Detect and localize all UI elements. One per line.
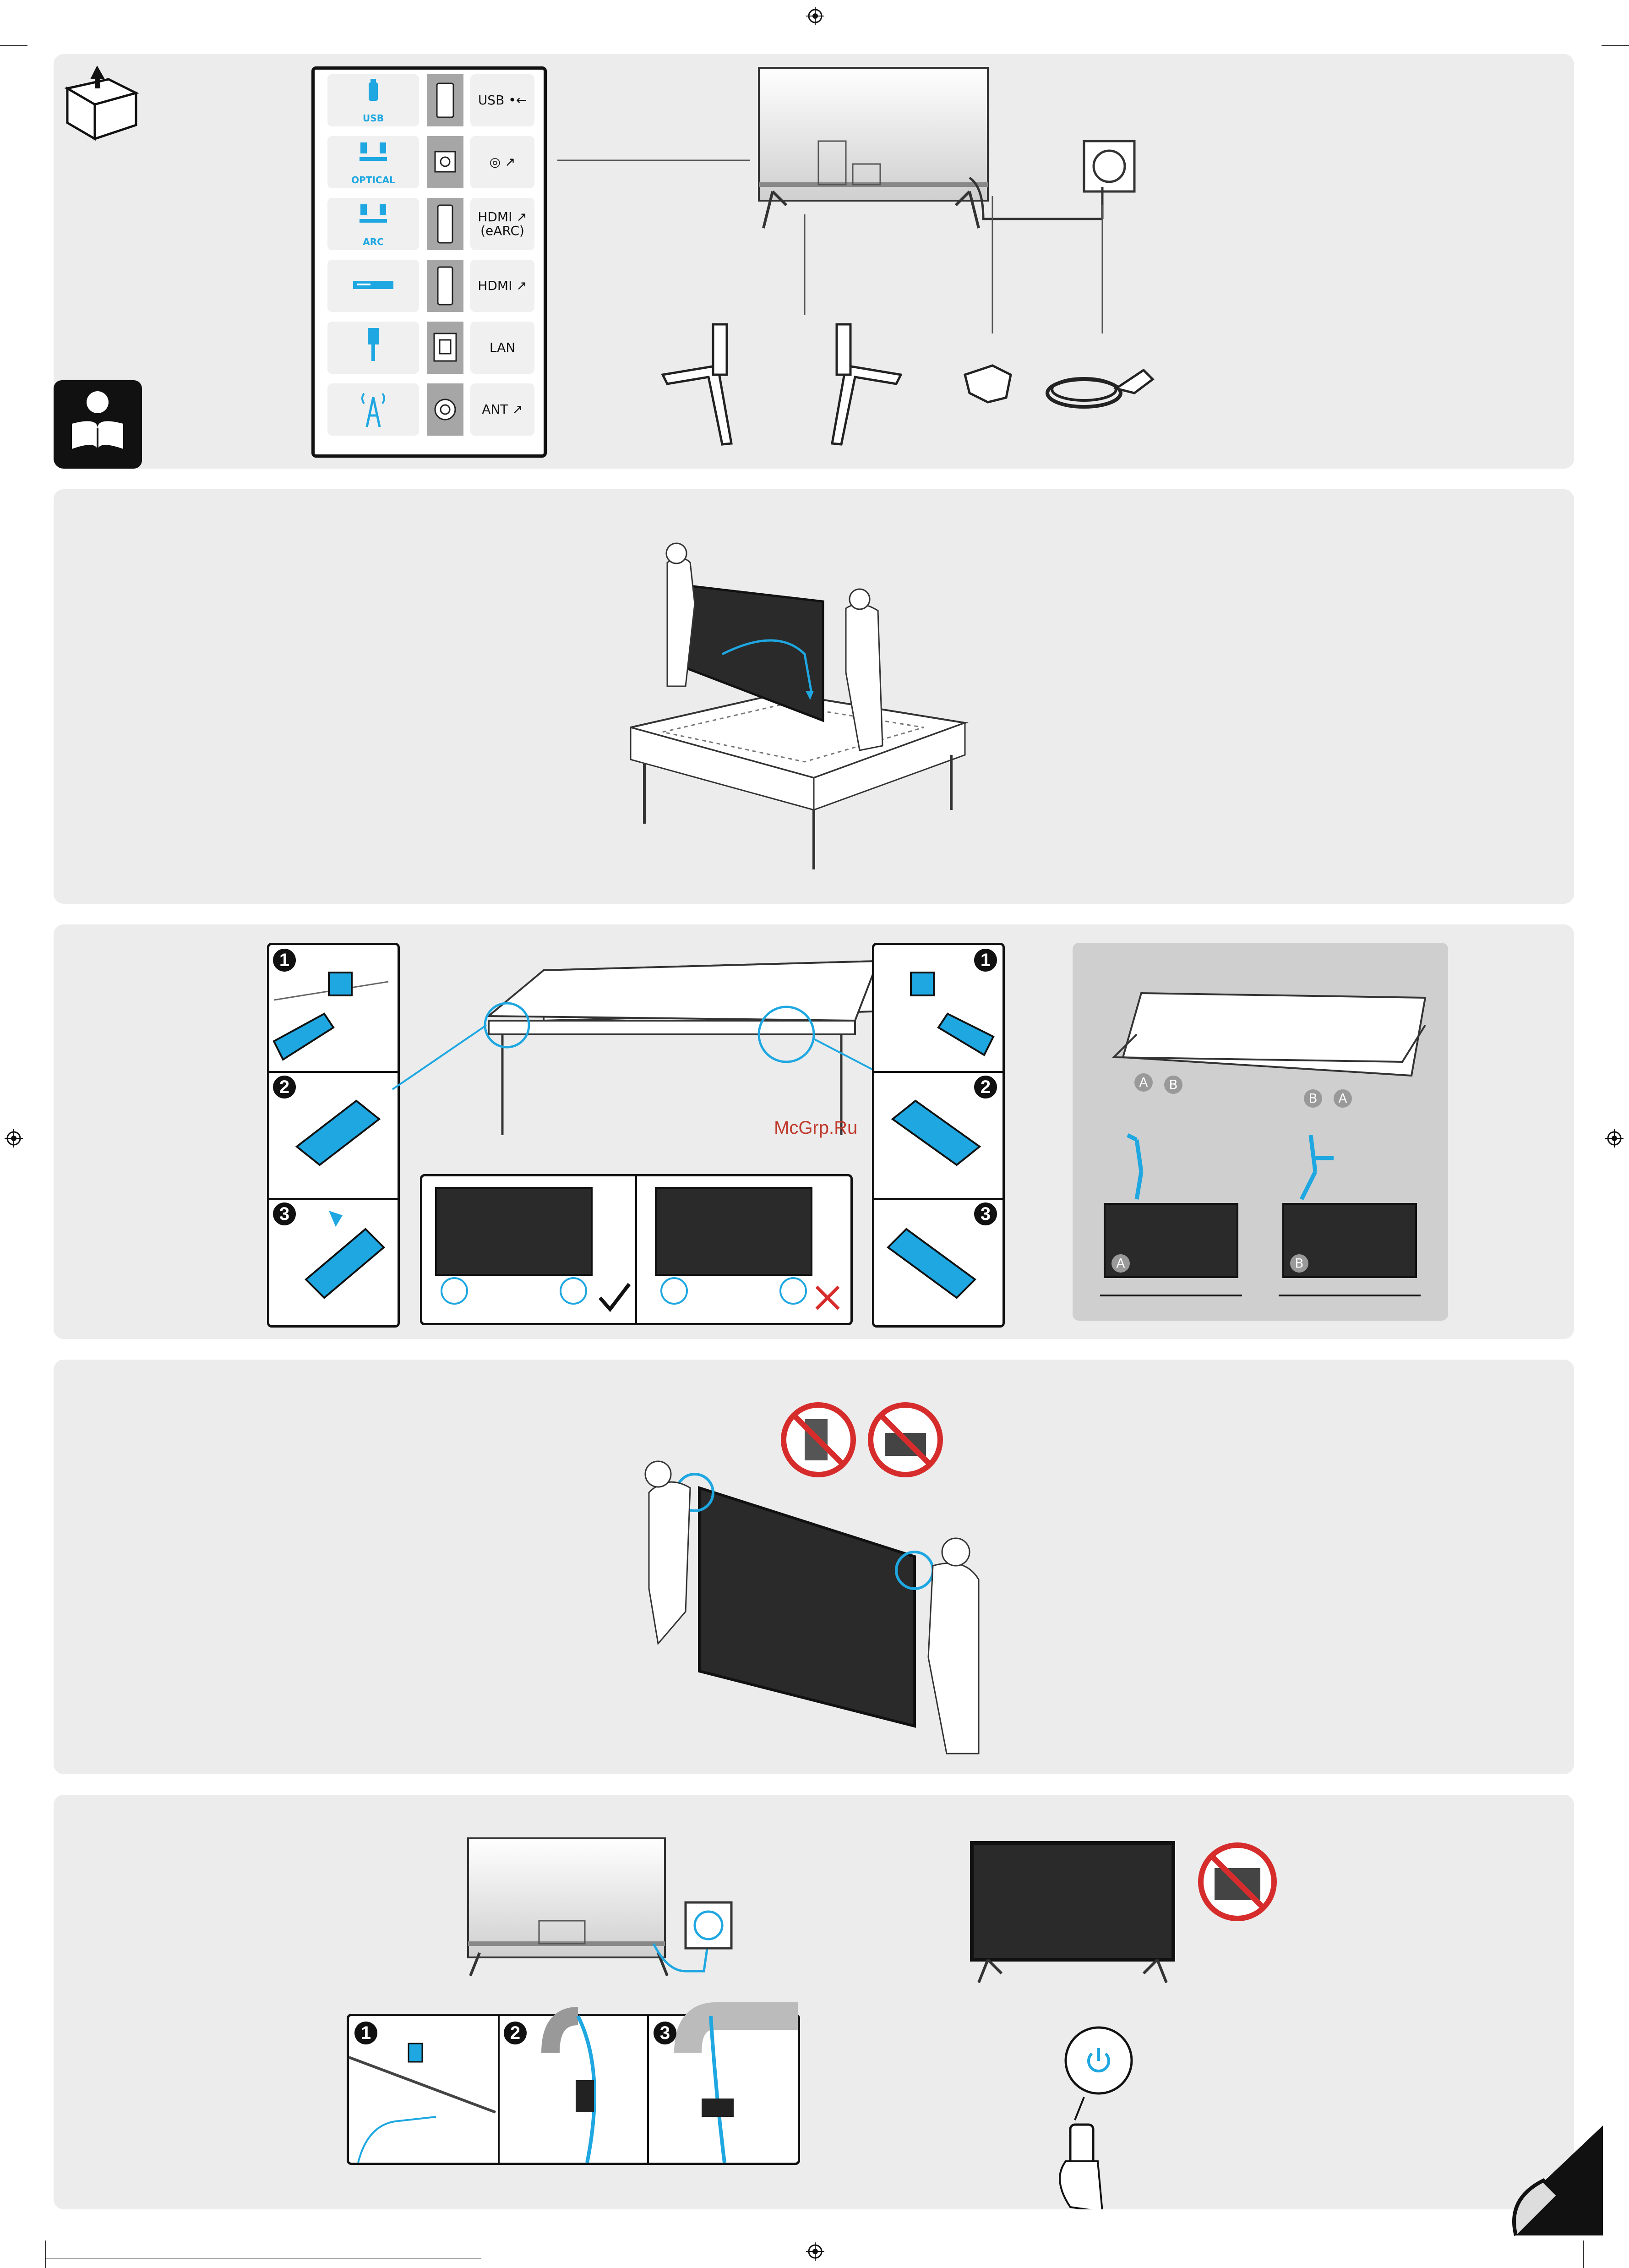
crop-marks [0, 0, 1629, 2268]
